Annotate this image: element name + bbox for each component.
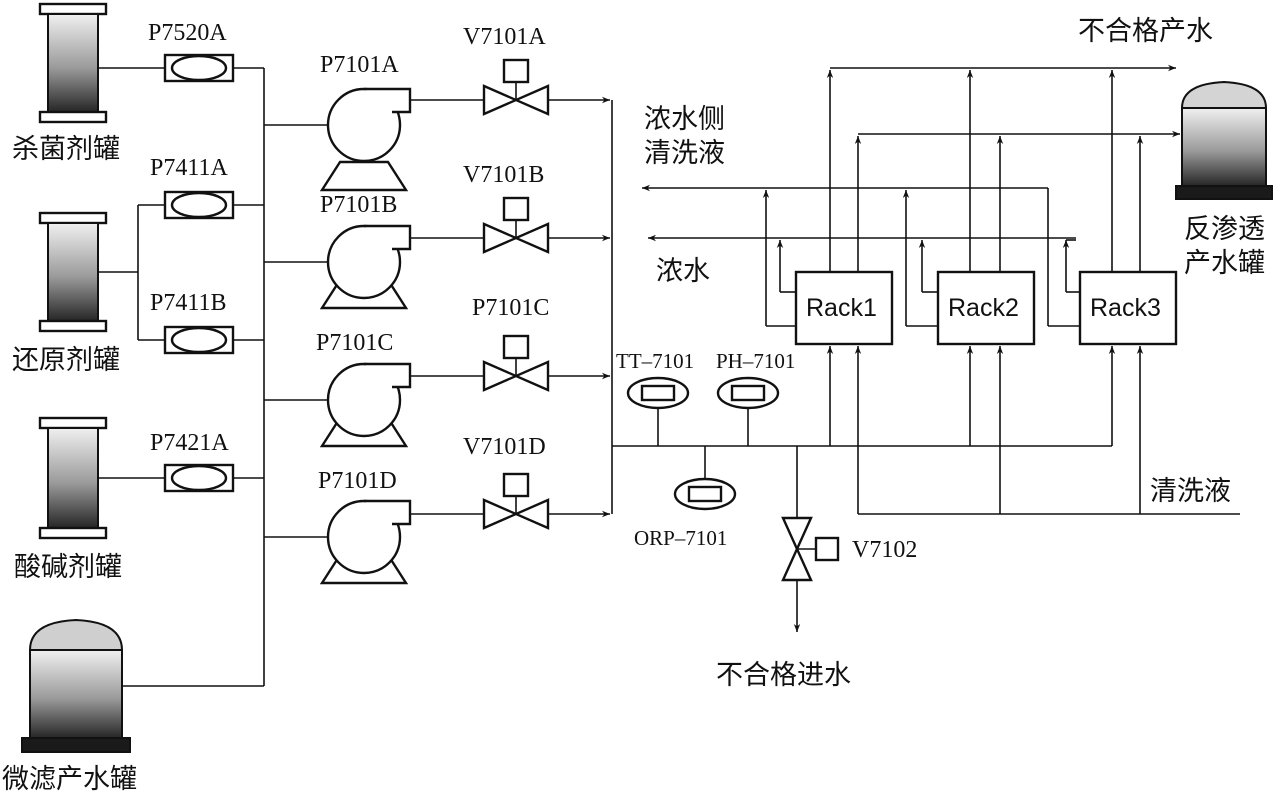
acid-base-tank-label: 酸碱剂罐 [14,552,122,583]
rack-2 [936,270,1036,346]
v7101b-label: V7101B [463,162,544,188]
reducer-tank [38,211,108,333]
dosing-pump-p7411b [163,325,235,355]
valve-v7101d [482,472,550,530]
rack-1 [794,270,894,346]
biocide-tank [38,2,108,124]
reducer-tank-label: 还原剂罐 [12,345,120,376]
p7101b-label: P7101B [320,192,397,218]
tt-7101-label: TT–7101 [616,349,694,373]
conc-side-clean-label-2: 清洗液 [644,138,725,169]
v7102-label: V7102 [852,537,917,563]
pump-p7101b [319,224,412,310]
v7101d-label: V7101D [463,434,546,460]
p7101c-label: P7101C [316,330,393,356]
ph-7101-label: PH–7101 [716,349,795,373]
rack-piping [642,64,1240,515]
rack-2-label: Rack2 [948,294,1019,322]
dosing-pump-p7411a [163,190,235,220]
mf-product-tank [21,618,131,753]
p7411a-label: P7411A [150,155,228,181]
biocide-tank-label: 杀菌剂罐 [12,134,120,165]
conc-side-clean-label-1: 浓水侧 [644,104,725,135]
pump-suction-lines [264,124,330,538]
p7101a-label: P7101A [320,52,399,78]
off-spec-product-label: 不合格产水 [1078,16,1213,47]
orp-7101-instrument [673,446,737,511]
pump-discharge-lines [410,96,1112,518]
rack-3-label: Rack3 [1090,294,1161,322]
ro-product-tank-label-2: 产水罐 [1184,248,1265,279]
mf-product-tank-label: 微滤产水罐 [2,764,137,795]
valve-v7102 [781,516,840,582]
valve-v7101a [482,58,550,116]
dosing-pump-p7421a [163,463,235,493]
ph-7101-instrument [716,376,780,446]
ro-product-tank [1175,80,1273,200]
dosing-pump-p7520a [163,53,235,83]
off-spec-feed-label: 不合格进水 [716,660,851,691]
cleaning-solution-label: 清洗液 [1150,476,1231,507]
v7101a-label: V7101A [463,24,546,50]
rack-1-label: Rack1 [806,294,877,322]
p7411b-label: P7411B [150,290,226,316]
pump-p7101d [319,499,412,585]
dosing-lines [98,67,265,687]
tt-7101-instrument [626,376,690,446]
acid-base-tank [38,416,108,540]
v7101c-label: P7101C [472,295,549,321]
p7520a-label: P7520A [148,20,227,46]
ro-product-tank-label-1: 反渗透 [1184,214,1265,245]
valve-v7101c [482,334,550,392]
p7101d-label: P7101D [318,468,397,494]
pump-p7101c [319,362,412,448]
p7421a-label: P7421A [150,430,229,456]
pump-p7101a [319,87,412,192]
orp-7101-label: ORP–7101 [634,526,727,550]
concentrate-label: 浓水 [656,256,710,287]
rack-3 [1078,270,1178,346]
valve-v7101b [482,196,550,254]
